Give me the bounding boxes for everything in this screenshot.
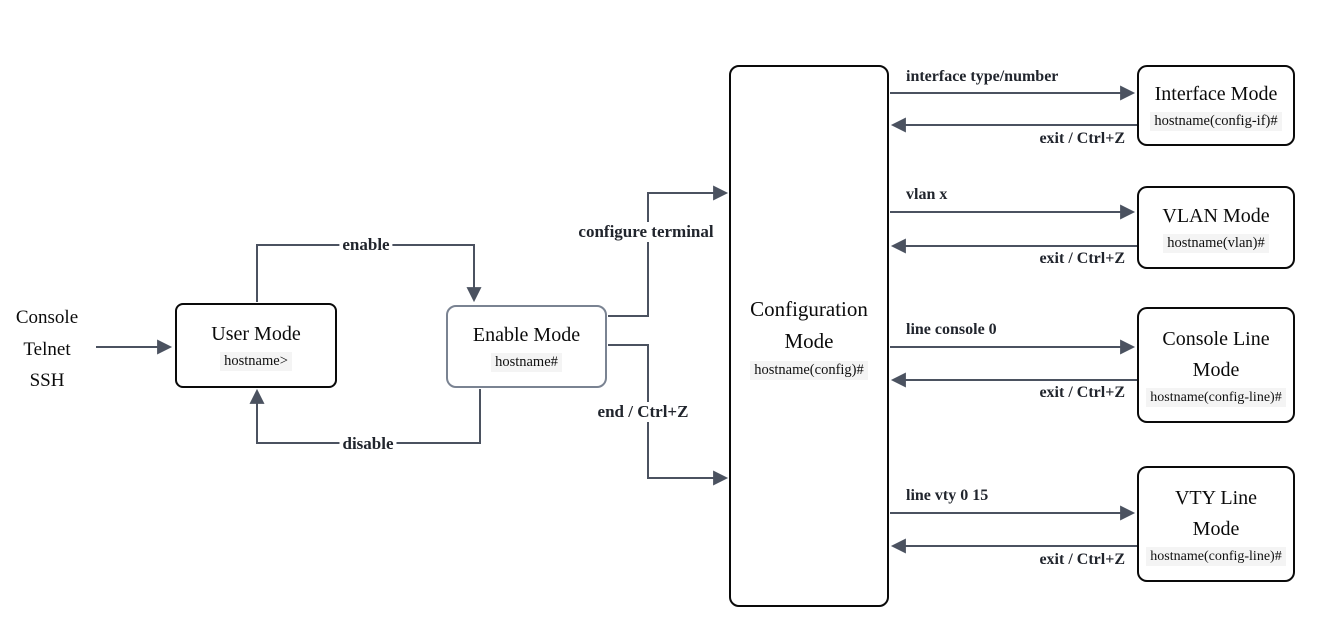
edge-label-end-ctrlz: end / Ctrl+Z	[594, 402, 692, 422]
enable-mode-title: Enable Mode	[472, 323, 581, 346]
access-methods-label: Console Telnet SSH	[4, 302, 90, 397]
user-mode-prompt: hostname>	[220, 351, 292, 371]
edge-label-interface-exit: exit / Ctrl+Z	[1036, 130, 1128, 148]
vty-line-mode-title-line2: Mode	[1192, 517, 1240, 540]
configuration-mode-title-line1: Configuration	[750, 296, 868, 321]
edge-label-configure-terminal: configure terminal	[575, 222, 717, 242]
node-vlan-mode: VLAN Mode hostname(vlan)#	[1137, 186, 1295, 269]
configuration-mode-title-line2: Mode	[784, 328, 834, 353]
edge-label-console-exit: exit / Ctrl+Z	[1036, 384, 1128, 402]
node-configuration-mode: Configuration Mode hostname(config)#	[729, 65, 889, 607]
vty-line-mode-prompt: hostname(config-line)#	[1146, 546, 1286, 566]
edge-label-vlan-command: vlan x	[903, 186, 951, 204]
access-console-label: Console	[15, 307, 79, 328]
vlan-mode-prompt: hostname(vlan)#	[1163, 233, 1269, 253]
edge-label-console-command: line console 0	[903, 321, 1000, 339]
interface-mode-title: Interface Mode	[1154, 82, 1278, 105]
node-vty-line-mode: VTY Line Mode hostname(config-line)#	[1137, 466, 1295, 582]
edge-label-interface-command: interface type/number	[903, 68, 1062, 86]
edge-label-vty-command: line vty 0 15	[903, 487, 992, 505]
console-line-mode-title-line1: Console Line	[1162, 327, 1270, 350]
access-telnet-label: Telnet	[23, 338, 71, 360]
node-user-mode: User Mode hostname>	[175, 303, 337, 388]
edge-label-vlan-exit: exit / Ctrl+Z	[1036, 250, 1128, 268]
edge-label-disable: disable	[339, 434, 397, 454]
configuration-mode-prompt: hostname(config)#	[750, 360, 868, 380]
interface-mode-prompt: hostname(config-if)#	[1150, 111, 1282, 131]
vlan-mode-title: VLAN Mode	[1162, 204, 1270, 227]
console-line-mode-title-line2: Mode	[1192, 358, 1240, 381]
access-ssh-label: SSH	[29, 370, 65, 391]
console-line-mode-prompt: hostname(config-line)#	[1146, 387, 1286, 407]
enable-mode-prompt: hostname#	[491, 352, 562, 372]
node-console-line-mode: Console Line Mode hostname(config-line)#	[1137, 307, 1295, 423]
edge-label-vty-exit: exit / Ctrl+Z	[1036, 551, 1128, 569]
node-enable-mode: Enable Mode hostname#	[446, 305, 607, 388]
node-interface-mode: Interface Mode hostname(config-if)#	[1137, 65, 1295, 146]
vty-line-mode-title-line1: VTY Line	[1174, 486, 1257, 509]
edge-configure-terminal	[608, 185, 729, 317]
user-mode-title: User Mode	[211, 322, 301, 345]
edge-label-enable: enable	[339, 235, 393, 255]
